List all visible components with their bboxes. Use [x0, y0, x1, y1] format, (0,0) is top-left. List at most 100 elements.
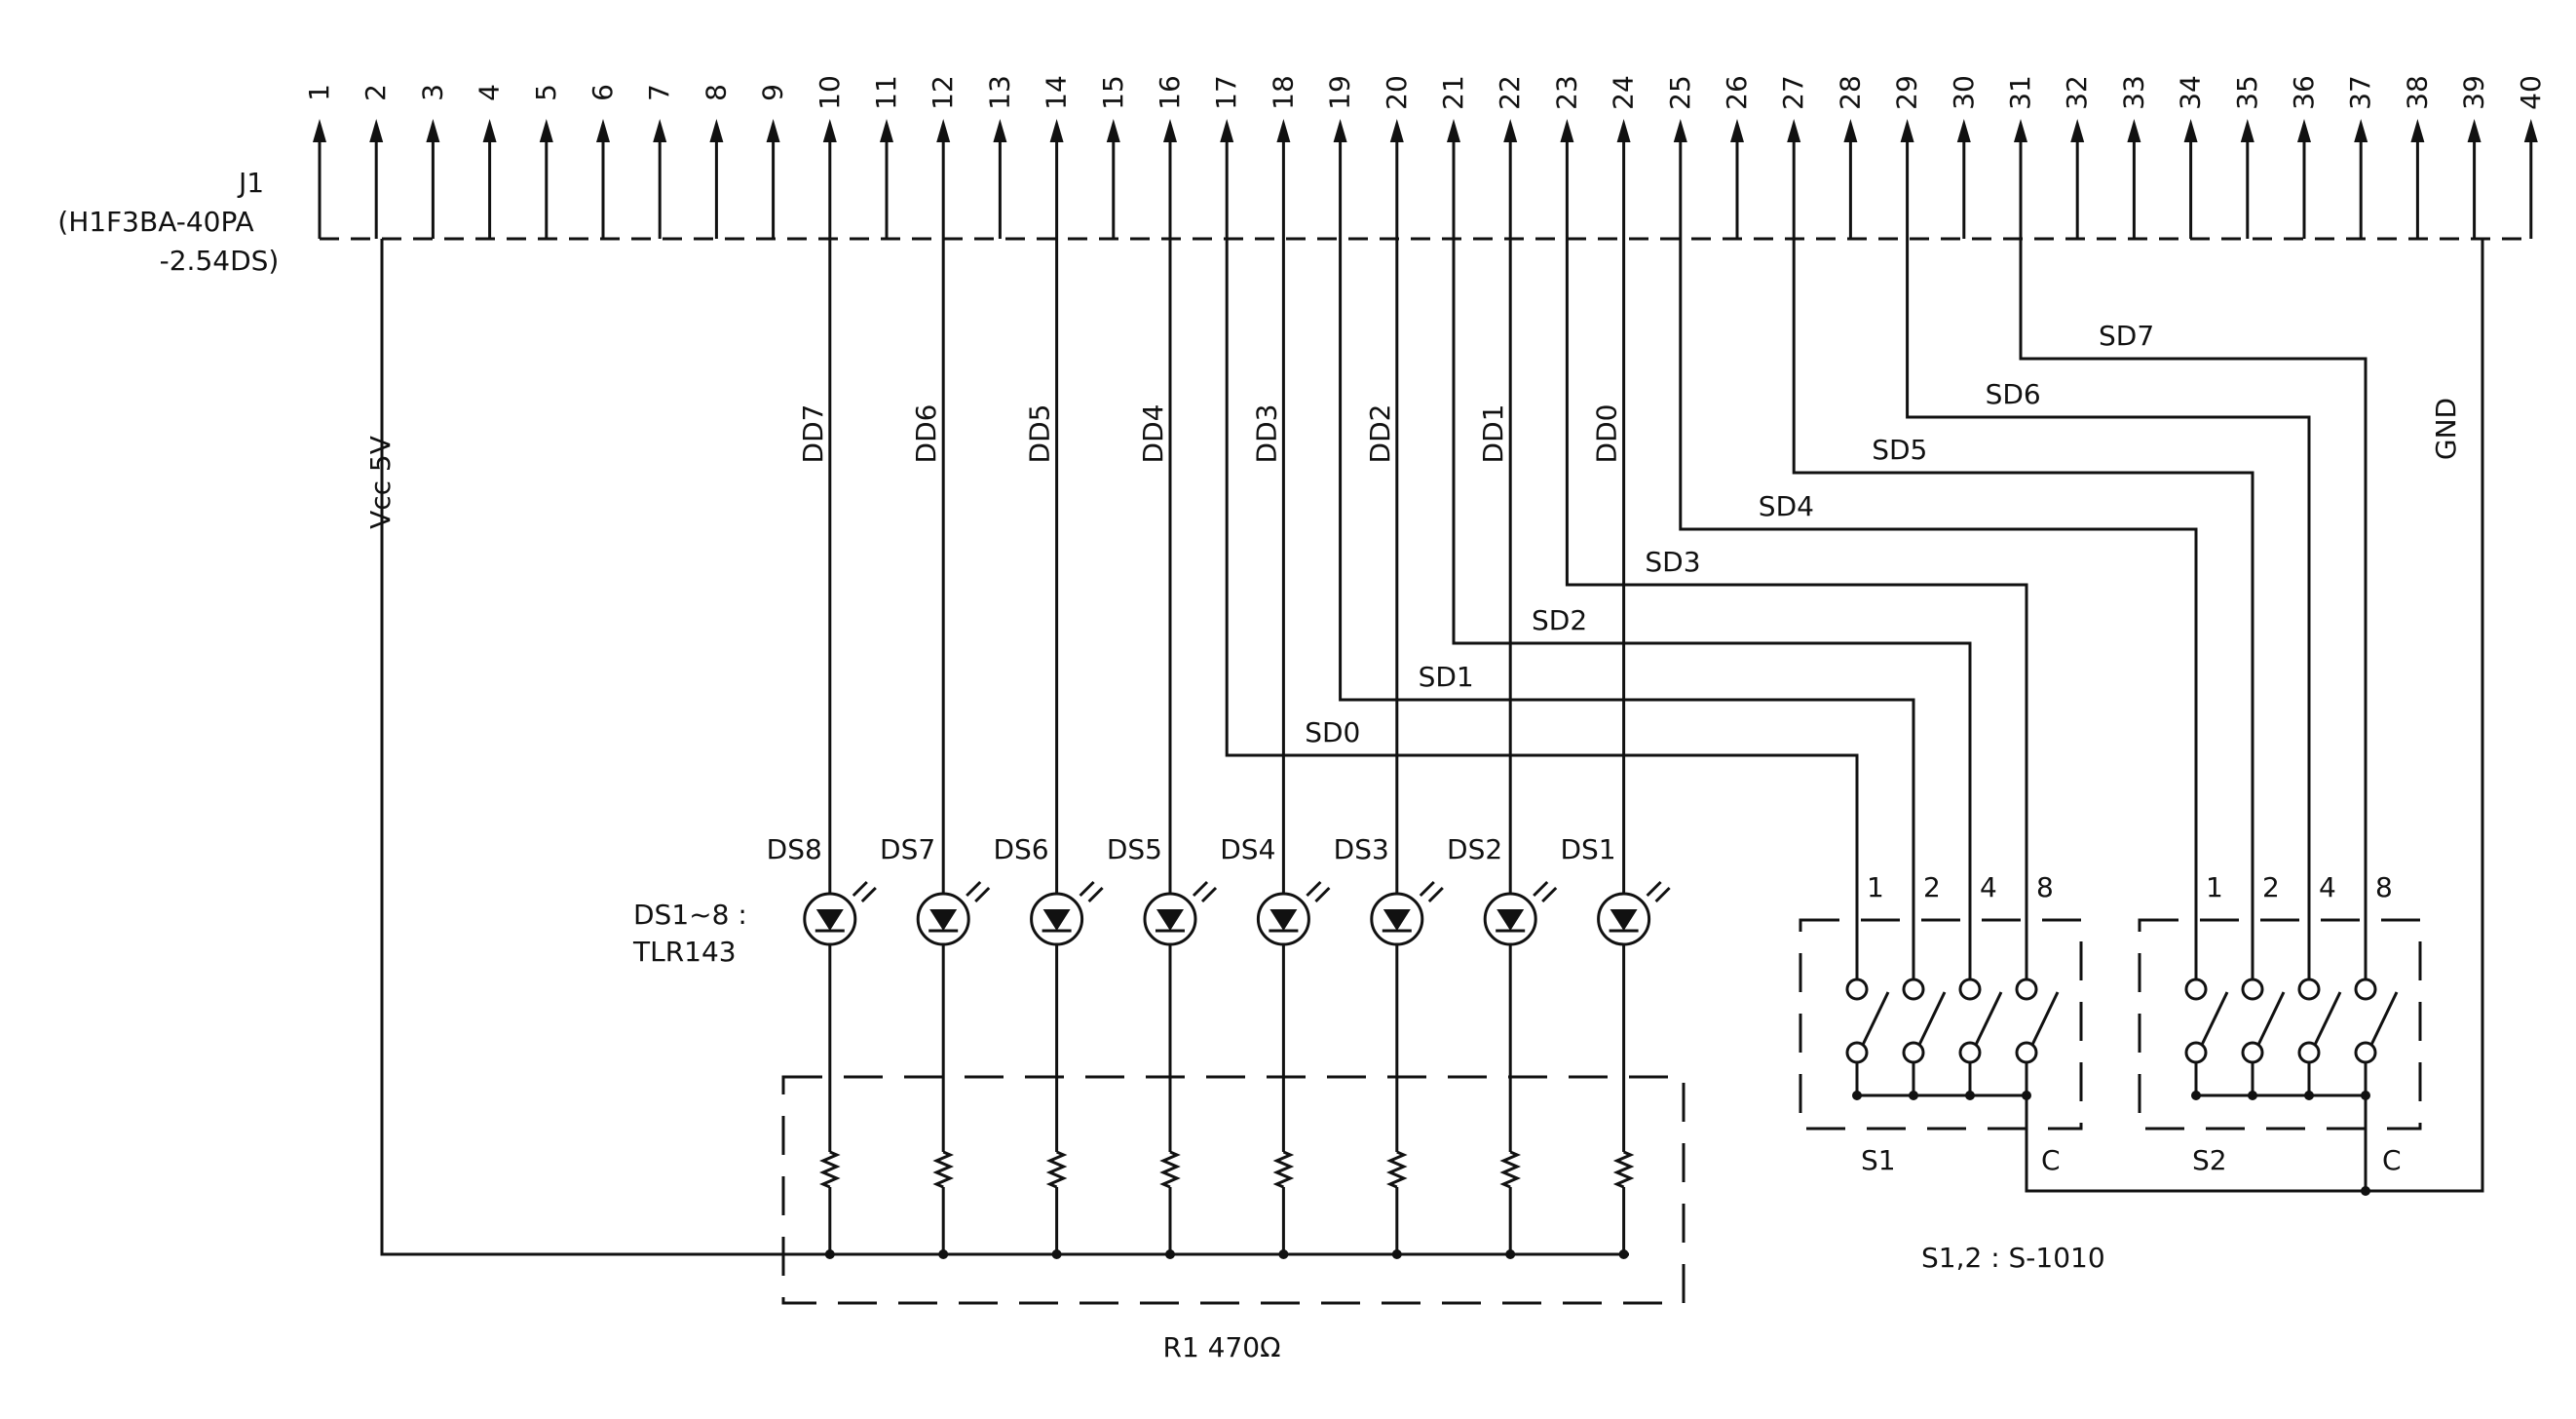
- pin-27-arrow: [1787, 119, 1801, 142]
- contact-bottom: [1902, 1041, 1925, 1064]
- pin-20-arrow: [1389, 119, 1404, 142]
- led-name: DS5: [1107, 833, 1162, 865]
- pin-26-arrow: [1730, 119, 1744, 142]
- pin-19-number: 19: [1324, 75, 1356, 110]
- contact-top: [2354, 978, 2377, 1001]
- pin-15-number: 15: [1097, 75, 1129, 110]
- switch-s1-name: S1: [1861, 1144, 1896, 1176]
- pin-17-number: 17: [1210, 75, 1242, 110]
- contact-bottom: [2241, 1041, 2264, 1064]
- bus-junction: [824, 1249, 835, 1259]
- switch-lever: [2256, 991, 2286, 1046]
- pin-22-number: 22: [1494, 75, 1526, 110]
- bus-junction: [1051, 1249, 1062, 1259]
- sd-wire-path: [1679, 239, 2198, 908]
- led-note-line1: DS1~8 :: [633, 899, 747, 931]
- resistor-label: R1 470Ω: [1162, 1331, 1280, 1363]
- switch-part-note: S1,2 : S-1010: [1921, 1242, 2105, 1274]
- led-ray: [966, 880, 982, 898]
- led-ray: [1427, 886, 1444, 903]
- contact-top: [1958, 978, 1982, 1001]
- pin-38-number: 38: [2401, 75, 2433, 110]
- pin-12-number: 12: [927, 75, 959, 110]
- pin-36-arrow: [2297, 119, 2311, 142]
- pin-9-number: 9: [757, 84, 789, 101]
- contact-bottom: [2354, 1041, 2377, 1064]
- sd-wire-2: SD2: [1452, 239, 1972, 908]
- dd-signal-label: DD3: [1250, 404, 1282, 464]
- switch-s2-box: [2138, 918, 2422, 1131]
- pin-29-arrow: [1900, 119, 1914, 142]
- pin-32-number: 32: [2061, 75, 2093, 110]
- contact-bottom: [2184, 1041, 2208, 1064]
- resistor: [1159, 1150, 1181, 1189]
- pin-24-arrow: [1616, 119, 1631, 142]
- dd-signal-label: DD4: [1137, 404, 1169, 464]
- pin-11-number: 11: [870, 75, 902, 110]
- resistor: [1385, 1150, 1408, 1189]
- switch-s1-pin-8-label: 8: [2036, 871, 2054, 903]
- led-ray: [1314, 886, 1331, 903]
- pin-23-number: 23: [1550, 75, 1582, 110]
- pin-12-arrow: [936, 119, 951, 142]
- pin-8-arrow: [709, 119, 724, 142]
- contact-bottom: [1958, 1041, 1982, 1064]
- contact-top: [2184, 978, 2208, 1001]
- led-ray: [860, 886, 877, 903]
- pin-13-number: 13: [983, 75, 1015, 110]
- led-note-line2: TLR143: [632, 936, 737, 968]
- switch-s1-common-label: C: [2041, 1144, 2061, 1176]
- led-anode: [929, 909, 958, 931]
- sd-signal-label: SD2: [1532, 604, 1587, 636]
- bus-junction: [1165, 1249, 1175, 1259]
- led-name: DS8: [767, 833, 822, 865]
- pin-35-arrow: [2240, 119, 2254, 142]
- sd-signal-label: SD0: [1305, 716, 1360, 748]
- switch-s2-name: S2: [2192, 1144, 2227, 1176]
- pin-39-number: 39: [2458, 75, 2490, 110]
- pin-20-number: 20: [1381, 75, 1413, 110]
- led-ray: [1200, 886, 1218, 903]
- pin-18-number: 18: [1267, 75, 1299, 110]
- switch-s1-pin-4-label: 4: [1980, 871, 1997, 903]
- sd-signal-label: SD1: [1419, 661, 1474, 693]
- bus-junction: [1505, 1249, 1516, 1259]
- connector-ref: J1: [237, 167, 264, 199]
- contact-bottom: [2015, 1041, 2038, 1064]
- led-ray: [1541, 886, 1558, 903]
- pin-18-arrow: [1276, 119, 1291, 142]
- sd-wire-6: SD6: [1906, 239, 2311, 908]
- led-name: DS3: [1334, 833, 1389, 865]
- pin-9-arrow: [766, 119, 780, 142]
- led-anode: [815, 909, 844, 931]
- resistor: [1045, 1150, 1068, 1189]
- pin-11-arrow: [880, 119, 893, 142]
- led-ray: [1087, 886, 1104, 903]
- pin-10-arrow: [822, 119, 837, 142]
- resistor: [932, 1150, 955, 1189]
- pin-2-arrow: [369, 119, 384, 142]
- led-anode: [1610, 909, 1638, 931]
- led-name: DS7: [880, 833, 935, 865]
- pin-1-arrow: [313, 119, 326, 142]
- pin-14-number: 14: [1041, 75, 1073, 110]
- led-ray: [1079, 880, 1095, 898]
- dd-signal-label: DD2: [1364, 404, 1396, 464]
- sd-wire-path: [1339, 239, 1915, 908]
- pin-4-arrow: [482, 119, 497, 142]
- sd-wire-path: [1906, 239, 2311, 908]
- pin-14-arrow: [1049, 119, 1064, 142]
- bus-junction: [1618, 1249, 1629, 1259]
- pin-17-arrow: [1220, 119, 1234, 142]
- bus-junction: [1391, 1249, 1402, 1259]
- pin-29-number: 29: [1891, 75, 1923, 110]
